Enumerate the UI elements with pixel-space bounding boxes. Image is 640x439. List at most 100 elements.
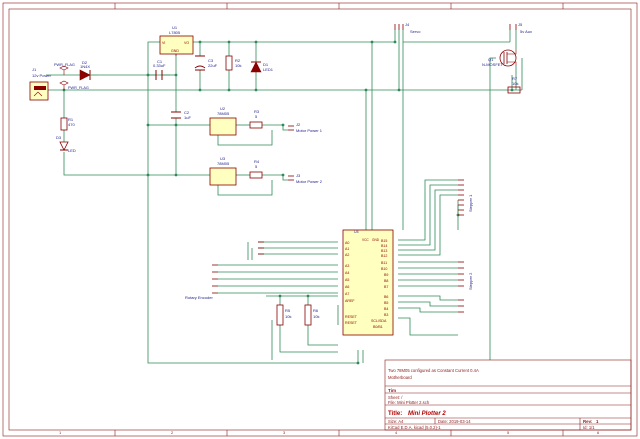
r5-ref: R5 [285, 308, 291, 313]
c1-capacitor: C1 0.33uF [153, 59, 166, 80]
j5-aux-connector: J5 5v Aux [509, 22, 532, 34]
title-label: Title: [388, 411, 402, 417]
stepper-1-connector: Stepper 1 [458, 179, 473, 216]
r7-value: 10k [512, 81, 518, 86]
u1-pin-vo: VO [184, 41, 189, 45]
mcu-right-pin: B10 [381, 267, 387, 271]
d2-ref: D2 [82, 60, 88, 65]
mcu-right-pin: B12 [381, 254, 387, 258]
d3-value: LED [68, 148, 76, 153]
mcu-right-pin: B8 [384, 279, 388, 283]
mcu-right-pin: B3 [384, 313, 388, 317]
j3-ref: J3 [296, 173, 301, 178]
r4-value: 5 [255, 164, 258, 169]
j1-ref: J1 [32, 67, 37, 72]
pwr-flag-1: PWR_FLAG [54, 63, 75, 75]
j3-connector: J3 Motor Power 2 [288, 173, 323, 184]
j2-value: Motor Power 1 [296, 128, 323, 133]
junction-dots [62, 40, 514, 365]
title-text: Mini Plotter 2 [408, 411, 446, 417]
title-file: File: Mini Plotter 2.sch [388, 400, 430, 405]
q1-value: N-MOSFET [482, 62, 503, 67]
c1-ref: C1 [157, 59, 163, 64]
border-col-6: 6 [597, 430, 600, 435]
r2-resistor: R2 10k [225, 55, 241, 71]
u2-value: 78M05 [217, 111, 230, 116]
mcu-left-pin: A1 [345, 247, 349, 251]
title-sheet: Sheet: / [388, 395, 403, 400]
c2-value: 1uF [184, 115, 191, 120]
mcu-bottom-left-pin: RESET [345, 315, 358, 319]
mcu-bottom-right-pin: SCL/SDA [371, 319, 387, 323]
title-rev-label: Rev: [583, 419, 593, 424]
j5-value: 5v Aux [520, 29, 532, 34]
r1-resistor: R1 470 [60, 117, 75, 131]
r3-resistor: R3 5 [249, 109, 263, 129]
r5-value: 10k [285, 314, 291, 319]
border-col-1: 1 [59, 430, 62, 435]
mcu-bottom-right-pin: B0/B1 [373, 325, 383, 329]
j5-ref: J5 [518, 22, 523, 27]
c3-value: 22uF [208, 63, 218, 68]
j4-value: Servo [410, 29, 421, 34]
j4-servo-connector: J4 Servo [394, 22, 421, 34]
r2-value: 10k [235, 63, 241, 68]
j2-connector: J2 Motor Power 1 [288, 122, 323, 133]
title-block: Two 78M05 configured as Constant Current… [384, 359, 632, 431]
mcu-right-pin: B15 [381, 239, 387, 243]
u1-value: L7805 [169, 30, 181, 35]
q1-ref: Q1 [488, 57, 494, 62]
mcu-right-pin: B6 [384, 295, 388, 299]
title-company: Tim [388, 388, 396, 393]
j-aux-connector [258, 241, 264, 255]
border-col-5: 5 [507, 430, 510, 435]
u2-regulator: U2 78M05 [209, 106, 237, 136]
mcu-right-pin: B4 [384, 307, 388, 311]
c2-ref: C2 [184, 110, 190, 115]
c3-capacitor: C3 22uF [194, 55, 218, 71]
j2-ref: J2 [296, 122, 301, 127]
title-comment-1: Two 78M05 configured as Constant Current… [388, 368, 479, 373]
d1-ref: D1 [263, 62, 269, 67]
r3-value: 5 [255, 114, 258, 119]
mcu-chip: U4 VCC GND A0 A1 A2 A3 A4 A5 A6 A7 AREF … [342, 229, 394, 336]
stepper-2-label: Stepper 2 [468, 272, 473, 290]
rotary-encoder-label: Rotary Encoder [185, 295, 213, 300]
title-date: Date: 2019-03-14 [438, 419, 471, 424]
r3-ref: R3 [254, 109, 260, 114]
q1-mosfet: Q1 N-MOSFET [482, 49, 517, 67]
d1-value: LED1 [263, 67, 274, 72]
c3-ref: C3 [208, 58, 214, 63]
j3-value: Motor Power 2 [296, 179, 323, 184]
r4-resistor: R4 5 [249, 159, 263, 179]
d2-diode: D2 1N4X [79, 60, 98, 81]
u1-regulator: U1 L7805 VI VO GND [159, 25, 194, 56]
mcu-left-pin: A2 [345, 253, 349, 257]
mcu-left-pin: A7 [345, 292, 349, 296]
mcu-ref: U4 [354, 230, 359, 234]
mcu-left-pin: A6 [345, 285, 349, 289]
mcu-top-pin-vcc: VCC [362, 238, 369, 242]
d1-led: D1 LED1 [250, 61, 274, 73]
wires [46, 30, 523, 364]
j4-ref: J4 [405, 22, 410, 27]
d3-ref: D3 [56, 135, 62, 140]
mcu-right-pin: B14 [381, 244, 387, 248]
r6-ref: R6 [313, 308, 319, 313]
u1-ref: U1 [172, 25, 178, 30]
r7-ref: R7 [512, 76, 518, 81]
u1-pin-gnd: GND [171, 49, 179, 53]
title-kicad: KiCad E.D.A. kicad (5.0.2)-1 [388, 425, 441, 430]
r6-value: 10k [313, 314, 319, 319]
rotary-encoder-connector: Rotary Encoder [185, 264, 218, 300]
mcu-right-pin: B5 [384, 301, 388, 305]
pwr-flag-2: PWR_FLAG [59, 80, 89, 90]
d3-led: D3 LED [56, 135, 76, 153]
pwr-flag-1-label: PWR_FLAG [54, 63, 75, 67]
mcu-left-pin: A3 [345, 264, 349, 268]
mcu-top-pin-gnd: GND [372, 238, 380, 242]
border-col-4: 4 [395, 430, 398, 435]
mcu-bottom-left-pin: RESET [345, 321, 358, 325]
r1-ref: R1 [68, 117, 74, 122]
